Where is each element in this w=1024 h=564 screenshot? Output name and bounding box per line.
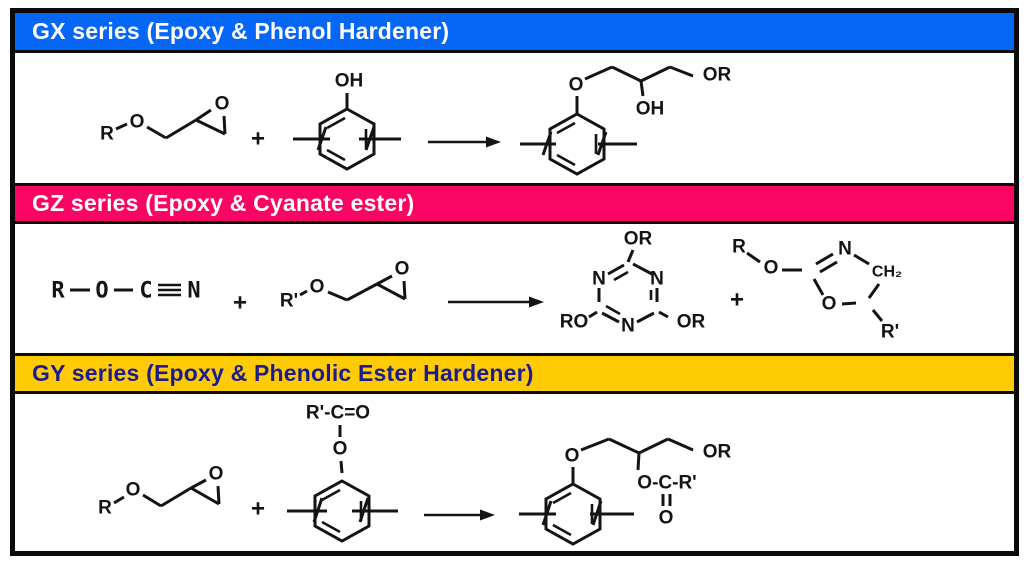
atom-label-o: O bbox=[130, 112, 145, 133]
atom-label-n: N bbox=[187, 279, 200, 304]
header-gz-label: GZ series (Epoxy & Cyanate ester) bbox=[32, 190, 415, 216]
reaction-arrow bbox=[424, 509, 495, 521]
atom-label-or: OR bbox=[703, 442, 732, 463]
gz-oxazoline-structure: R O N CH₂ O R' bbox=[732, 237, 902, 343]
atom-label-o: O bbox=[95, 279, 108, 304]
header-gy: GY series (Epoxy & Phenolic Ester Harden… bbox=[15, 353, 1014, 394]
atom-label-o: O bbox=[565, 446, 580, 467]
gz-reaction-panel: R O C N + R' O O bbox=[15, 224, 1014, 353]
plus-sign: + bbox=[730, 287, 744, 314]
atom-label-r: R bbox=[51, 279, 65, 304]
atom-label-n: N bbox=[621, 316, 635, 337]
atom-label-ro: RO bbox=[560, 312, 589, 333]
gz-triazine-structure: N N N OR RO OR bbox=[560, 229, 706, 337]
gx-product-structure: O OH OR bbox=[520, 65, 732, 176]
atom-label-n: N bbox=[838, 239, 852, 260]
atom-label-epoxide-o: O bbox=[395, 259, 410, 280]
atom-label-epoxide-o: O bbox=[209, 464, 224, 485]
atom-label-c: C bbox=[139, 279, 152, 304]
atom-label-epoxide-o: O bbox=[215, 94, 230, 115]
atom-label-o: O bbox=[333, 439, 348, 460]
atom-label-o: O bbox=[126, 480, 141, 501]
gx-phenol-structure: OH bbox=[293, 71, 401, 171]
gy-phenolic-ester-structure: R'-C=O O bbox=[287, 403, 398, 543]
plus-sign: + bbox=[233, 290, 247, 317]
atom-label-o: O bbox=[822, 294, 837, 315]
atom-label-n: N bbox=[650, 269, 664, 290]
gy-reaction-panel: R O O + R'-C=O O bbox=[15, 394, 1014, 551]
header-gx: GX series (Epoxy & Phenol Hardener) bbox=[15, 13, 1014, 53]
atom-label-carbonyl-o: O bbox=[659, 508, 674, 529]
atom-label-n: N bbox=[592, 269, 606, 290]
atom-label-o: O bbox=[764, 258, 779, 279]
header-gx-label: GX series (Epoxy & Phenol Hardener) bbox=[32, 18, 450, 44]
plus-sign: + bbox=[251, 496, 265, 523]
header-gy-label: GY series (Epoxy & Phenolic Ester Harden… bbox=[32, 360, 534, 386]
gy-glycidyl-ether-structure: R O O bbox=[98, 464, 223, 519]
atom-label-o: O bbox=[569, 75, 584, 96]
atom-label-oh: OH bbox=[335, 71, 364, 92]
header-gz: GZ series (Epoxy & Cyanate ester) bbox=[15, 183, 1014, 224]
reaction-arrow bbox=[448, 296, 544, 308]
gx-glycidyl-ether-structure: R O O bbox=[100, 94, 229, 145]
atom-label-or: OR bbox=[703, 65, 732, 86]
atom-label-ch2: CH₂ bbox=[872, 264, 902, 281]
atom-label-or: OR bbox=[677, 312, 706, 333]
gy-product-structure: O O-C-R' O OR bbox=[519, 437, 732, 546]
atom-label-or: OR bbox=[624, 229, 653, 250]
atom-label-r: R bbox=[98, 498, 112, 519]
atom-label-r-prime: R' bbox=[280, 291, 298, 312]
gz-cyanate-ester-structure: R O C N bbox=[51, 279, 200, 304]
atom-label-r: R bbox=[732, 237, 746, 258]
atom-label-oh: OH bbox=[636, 99, 665, 120]
atom-label-r: R bbox=[100, 124, 114, 145]
plus-sign: + bbox=[251, 126, 265, 153]
ester-linkage-label: O-C-R' bbox=[637, 473, 696, 494]
diagram-frame: GX series (Epoxy & Phenol Hardener) R O … bbox=[10, 8, 1019, 556]
gz-glycidyl-ether-structure: R' O O bbox=[280, 259, 410, 312]
atom-label-o: O bbox=[310, 277, 325, 298]
gx-reaction-panel: R O O + OH bbox=[15, 53, 1014, 183]
reaction-arrow bbox=[428, 136, 501, 148]
ester-group-label: R'-C=O bbox=[306, 403, 370, 424]
atom-label-r-prime: R' bbox=[881, 322, 899, 343]
